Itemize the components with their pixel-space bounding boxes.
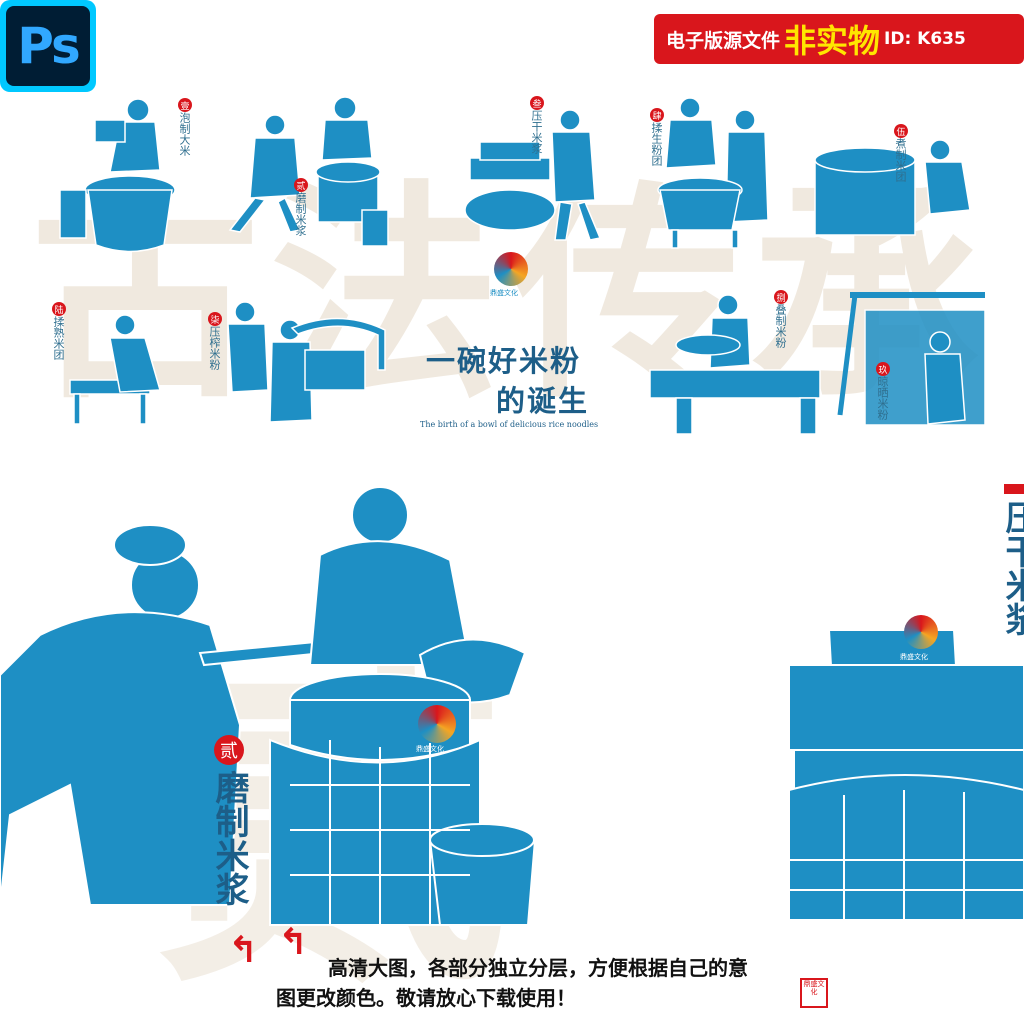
pressing-detail-illustration (788, 629, 1024, 920)
step-text: 煮制米团 (894, 138, 907, 182)
figure-layering-small (649, 294, 821, 435)
step-seal: 壹 (178, 98, 192, 112)
step-text: 晾晒米粉 (876, 376, 889, 420)
right-step-seal (1004, 484, 1024, 494)
brand-logo-icon (904, 615, 938, 649)
step-label-1: 壹 泡制大米 (178, 98, 226, 156)
step-seal: 柒 (208, 312, 222, 326)
figure-kneading-small (657, 97, 769, 249)
headline-line2: 的诞生 (496, 384, 590, 418)
brand-logo-text: 鼎盛文化 (416, 745, 444, 753)
step-text: 压干米浆 (530, 110, 543, 154)
banner-prefix: 电子版源文件 (666, 29, 781, 52)
step-seal: 叁 (530, 96, 544, 110)
brand-logo-text: 鼎盛文化 (900, 653, 928, 661)
step-text: 泡制大米 (178, 112, 191, 156)
headline-subtitle: The birth of a bowl of delicious rice no… (420, 420, 599, 429)
bottom-note-line1: 高清大图，各部分独立分层，方便根据自己的意 (328, 956, 748, 980)
grinding-detail-illustration (0, 486, 537, 926)
step-seal: 肆 (650, 108, 664, 122)
brand-logo-text: 鼎盛文化 (490, 289, 518, 297)
figure-pressing-small (464, 109, 602, 241)
step-label-6: 陆 揉熟米团 (52, 302, 100, 360)
bottom-note-line2: 图更改颜色。敬请放心下载使用！ (276, 986, 576, 1010)
step-label-5: 伍 煮制米团 (894, 124, 942, 182)
figure-grinding-small (228, 96, 389, 247)
step-text: 压榨米粉 (208, 326, 221, 370)
overview-illustration (59, 96, 986, 435)
figure-kneading-cooked-small (69, 314, 161, 425)
figure-soaking-rice (59, 98, 176, 253)
step-label-8: 捌 叠制米粉 (774, 290, 822, 348)
large-step-label: 磨制米浆 (209, 770, 249, 906)
banner-id: ID: K635 (884, 29, 966, 49)
figure-squeezing-small (227, 301, 386, 423)
large-step-seal: 贰 (214, 735, 244, 765)
step-seal: 贰 (294, 178, 308, 192)
step-text: 揉熟米团 (52, 316, 65, 360)
step-label-3: 叁 压干米浆 (530, 96, 578, 154)
right-step-label: 压干米浆 (1000, 500, 1024, 636)
step-seal: 玖 (876, 362, 890, 376)
red-stamp-icon: 鼎盛文化 (800, 978, 828, 1008)
up-arrow-icon: ↰ (228, 930, 259, 971)
step-text: 揉生粉团 (650, 122, 663, 166)
step-label-7: 柒 压榨米粉 (208, 312, 256, 370)
figure-boiling-small (814, 139, 971, 236)
brand-logo-icon (494, 252, 528, 286)
photoshop-badge-label: Ps (6, 6, 90, 86)
step-seal: 伍 (894, 124, 908, 138)
step-text: 叠制米粉 (774, 304, 787, 348)
step-text: 磨制米浆 (294, 192, 307, 236)
step-label-2: 贰 磨制米浆 (294, 178, 342, 236)
step-seal: 捌 (774, 290, 788, 304)
step-seal: 陆 (52, 302, 66, 316)
brand-logo-icon (418, 705, 456, 743)
product-banner: 电子版源文件 非实物 ID: K635 (654, 14, 1024, 64)
step-label-4: 肆 揉生粉团 (650, 108, 698, 166)
step-label-9: 玖 晾晒米粉 (876, 362, 924, 420)
banner-highlight: 非实物 (784, 22, 881, 60)
headline-line1: 一碗好米粉 (426, 344, 582, 378)
figure-drying-small (837, 292, 986, 426)
up-arrow-icon: ↰ (278, 922, 309, 963)
